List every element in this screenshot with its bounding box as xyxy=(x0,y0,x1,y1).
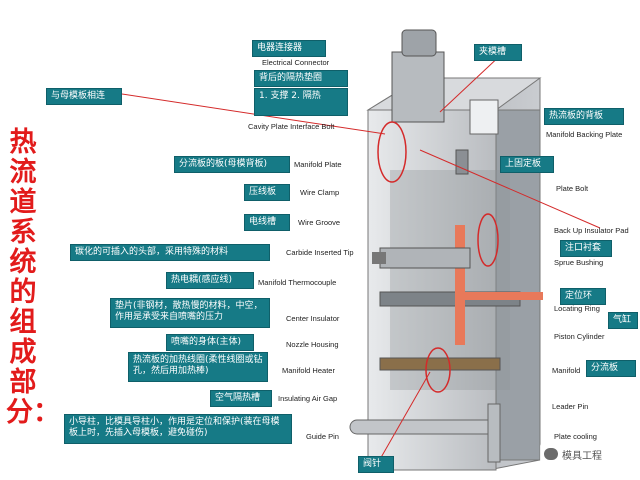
en-manifold-plate: Manifold Plate xyxy=(294,160,342,169)
clamp-slot-shape xyxy=(469,99,499,135)
label-carbide-tip-cn: 碳化的可插入的头部，采用特殊的材料 xyxy=(70,244,270,261)
label-manifold-heater-cn: 热流板的加热线圈(柔性线圈或钻孔，然后用加热棒) xyxy=(128,352,268,382)
heater-coil-shape xyxy=(379,357,501,371)
label-electrical-connector-cn: 电器连接器 xyxy=(252,40,326,57)
vertical-title: 热流道系统的组成部分： xyxy=(6,127,60,428)
en-leader-pin: Leader Pin xyxy=(552,402,589,411)
connector-cap xyxy=(401,29,437,57)
en-carbide-tip: Carbide Inserted Tip xyxy=(286,248,354,257)
en-wire-clamp: Wire Clamp xyxy=(300,188,340,197)
label-locating-ring-cn: 定位环 xyxy=(560,288,606,305)
label-manifold-backing-cn: 热流板的背板 xyxy=(544,108,624,125)
cut-section xyxy=(390,170,510,390)
en-manifold-heater: Manifold Heater xyxy=(282,366,335,375)
label-insulation-pad-detail: 1. 支撑 2. 隔热 xyxy=(254,88,348,116)
en-electrical-connector: Electrical Connector xyxy=(262,58,330,67)
mold-front-face xyxy=(367,109,497,471)
highlight-circle-valve xyxy=(425,347,451,393)
watermark: 模具工程 xyxy=(540,443,632,465)
highlight-circle-bolt xyxy=(377,121,407,183)
guide-pin-shape xyxy=(349,419,501,435)
label-valve-pin-cn: 阀针 xyxy=(358,456,394,473)
plate-bolt-shape xyxy=(455,149,469,175)
en-back-up-insulator: Back Up Insulator Pad xyxy=(554,226,629,235)
highlight-circle-insulator xyxy=(477,213,499,267)
label-air-gap-cn: 空气隔热槽 xyxy=(210,390,272,407)
leader-arrows xyxy=(121,51,601,469)
melt-channel-vertical xyxy=(455,225,465,345)
melt-channel-horizontal xyxy=(465,292,543,300)
label-wire-groove-cn: 电线槽 xyxy=(244,214,290,231)
watermark-text: 模具工程 xyxy=(562,450,602,462)
label-insulation-pad-cn: 背后的隔热垫圈 xyxy=(254,70,348,87)
label-mother-plate-cn: 与母模板相连 xyxy=(46,88,122,105)
label-manifold-cn: 分流板 xyxy=(586,360,636,377)
en-insulating-air-gap: Insulating Air Gap xyxy=(278,394,338,403)
connector-box xyxy=(391,51,445,123)
en-manifold: Manifold xyxy=(552,366,581,375)
label-guide-pin-cn: 小导柱，比模具导柱小，作用是定位和保护(装在母模板上时，先插入母模板，避免碰伤) xyxy=(64,414,292,444)
label-thermocouple-cn: 热电耦(感应线) xyxy=(166,272,254,289)
label-piston-cylinder-cn: 气缸 xyxy=(608,312,638,329)
wechat-icon xyxy=(544,448,558,460)
en-wire-groove: Wire Groove xyxy=(298,218,341,227)
label-manifold-plate-cn: 分流板的板(母模背板) xyxy=(174,156,290,173)
label-center-insulator-cn: 垫片(非钢材，散热慢的材料，中空，作用是承受来自喷嘴的压力 xyxy=(110,298,270,328)
en-plate-cooling: Plate cooling xyxy=(554,432,597,441)
label-wire-clamp-cn: 压线板 xyxy=(244,184,290,201)
leader-pin-shape xyxy=(487,403,501,463)
en-guide-pin: Guide Pin xyxy=(306,432,339,441)
en-manifold-thermocouple: Manifold Thermocouple xyxy=(258,278,337,287)
nozzle-housing-shape xyxy=(379,247,471,269)
label-sprue-bushing-cn: 注口衬套 xyxy=(560,240,612,257)
en-manifold-backing-plate: Manifold Backing Plate xyxy=(546,130,623,139)
en-nozzle-housing: Nozzle Housing xyxy=(286,340,339,349)
en-plate-bolt: Plate Bolt xyxy=(556,184,589,193)
label-top-clamp-cn: 上固定板 xyxy=(500,156,554,173)
en-center-insulator: Center Insulator xyxy=(286,314,340,323)
label-nozzle-housing-cn: 喷嘴的身体(主体) xyxy=(166,334,254,351)
label-clamp-slot-cn: 夹模槽 xyxy=(474,44,522,61)
en-locating-ring: Locating Ring xyxy=(554,304,600,313)
carbide-tip-shape xyxy=(372,252,386,264)
en-sprue-bushing: Sprue Bushing xyxy=(554,258,604,267)
en-piston-cylinder: Piston Cylinder xyxy=(554,332,605,341)
en-cavity-plate-bolt: Cavity Plate Interface Bolt xyxy=(248,122,335,131)
